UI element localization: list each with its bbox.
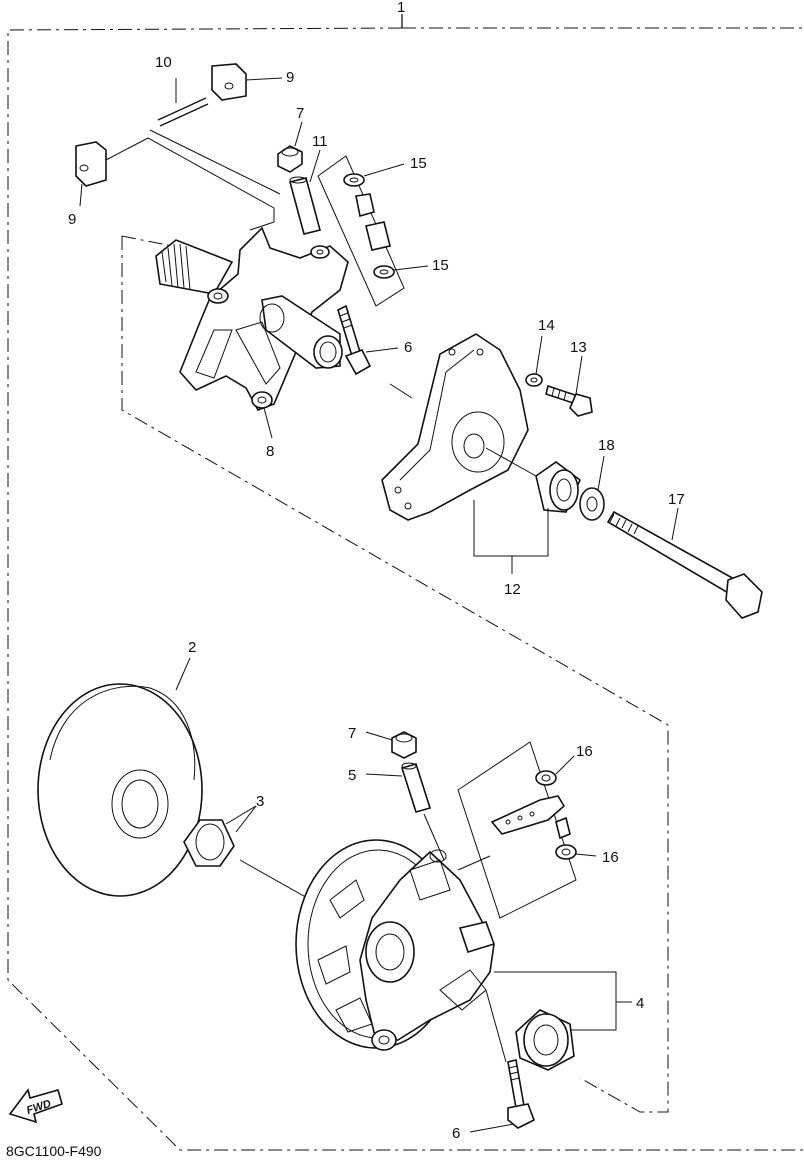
washer-14 <box>525 335 543 387</box>
spider-hub <box>155 226 349 411</box>
callout-9-upper: 9 <box>286 69 294 86</box>
callout-15-upper: 15 <box>410 155 427 172</box>
cover-plate <box>381 333 537 521</box>
weight-9-upper <box>211 63 283 101</box>
bolt-13 <box>545 355 593 417</box>
subassembly-outline <box>121 235 669 1113</box>
nut-7-lower <box>365 731 417 759</box>
callout-2: 2 <box>188 639 196 656</box>
pin-10 <box>157 78 209 127</box>
arm-group-16 <box>457 741 597 919</box>
callout-11: 11 <box>312 133 328 150</box>
callout-6-upper: 6 <box>404 339 412 356</box>
callout-15-lower: 15 <box>432 257 449 274</box>
callout-9-left: 9 <box>68 211 76 228</box>
bolt-17 <box>606 507 763 619</box>
callout-8: 8 <box>266 443 274 460</box>
callout-12: 12 <box>504 581 521 598</box>
collar-5 <box>365 762 445 861</box>
nut-7-upper <box>277 121 303 173</box>
callout-10: 10 <box>155 54 172 71</box>
fwd-arrow-icon <box>8 1088 63 1124</box>
movable-sheave <box>295 839 496 1051</box>
callout-5: 5 <box>348 767 356 784</box>
fixed-sheave-2 <box>37 657 203 897</box>
bolt-6-lower <box>469 989 536 1133</box>
bushing-11 <box>289 149 321 235</box>
callout-16-lower: 16 <box>602 849 619 866</box>
callout-6-lower: 6 <box>452 1125 460 1142</box>
washer-18 <box>579 455 605 521</box>
bolt-6-upper <box>337 304 399 376</box>
callout-17: 17 <box>668 491 685 508</box>
callout-13: 13 <box>570 339 587 356</box>
weight-9-left <box>75 141 107 207</box>
roller-group-15 <box>317 155 429 307</box>
callout-7-upper: 7 <box>296 105 304 122</box>
bearing-4 <box>494 971 632 1071</box>
assembly-boundary <box>7 14 803 1151</box>
callout-3: 3 <box>256 793 264 810</box>
callout-7-lower: 7 <box>348 725 356 742</box>
callout-4: 4 <box>636 995 644 1012</box>
bearing-12 <box>473 461 581 574</box>
catalog-code: 8GC1100-F490 <box>6 1143 102 1158</box>
callout-1: 1 <box>397 0 405 16</box>
callout-16-upper: 16 <box>576 743 593 760</box>
bushing-3 <box>183 805 319 905</box>
callout-14: 14 <box>538 317 555 334</box>
callout-18: 18 <box>598 437 615 454</box>
